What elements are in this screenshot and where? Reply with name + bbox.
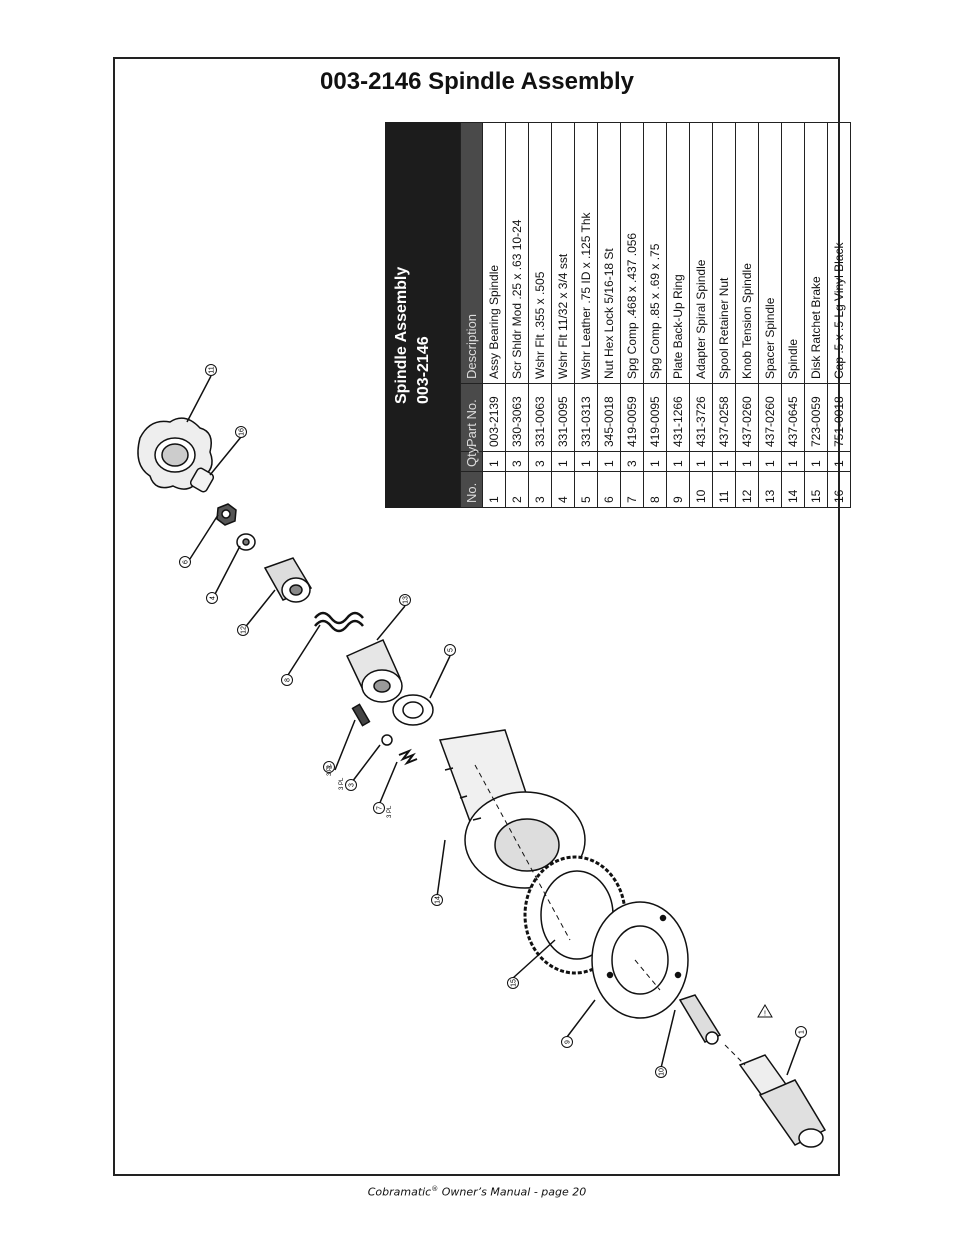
callout-number: 12	[241, 626, 248, 634]
page-border	[113, 57, 840, 1176]
page-footer: Cobramatic® Owner’s Manual - page 20	[0, 1185, 954, 1199]
warning-triangle-icon: !	[757, 1004, 773, 1018]
callout-number: 4	[210, 596, 217, 600]
flat-washer-part	[236, 533, 256, 551]
callout-number: 8	[285, 678, 292, 682]
callout-number: 6	[183, 560, 190, 564]
callout-number: 16	[239, 428, 246, 436]
registered-mark: ®	[431, 1185, 439, 1193]
exploded-view-diagram: 11 16 6 4 12 8 13 5 2 3 7 14 15 9 10 1 3 PL 3 PL 3 PL !	[137, 364, 827, 1148]
callout-bubble	[431, 894, 443, 906]
warning-mark: !	[764, 1011, 766, 1018]
pl-note-2: 3 PL	[327, 763, 333, 776]
spiral-spindle-adapter-part	[678, 994, 722, 1045]
callout-bubble	[205, 364, 217, 376]
callout-bubble	[444, 644, 456, 656]
callout-number: 2	[327, 765, 334, 769]
callout-number: 11	[209, 366, 216, 373]
callout-number: 10	[659, 1068, 666, 1076]
footer-text: Owner’s Manual - page 20	[438, 1185, 587, 1199]
pl-note-3: 3 PL	[339, 777, 345, 790]
shoulder-screw-part	[351, 703, 371, 727]
spindle-spacer-part	[345, 639, 403, 703]
callout-number: 1	[799, 1030, 806, 1034]
callout-bubble	[399, 594, 411, 606]
small-spring-part	[398, 748, 418, 766]
callout-bubble	[235, 426, 247, 438]
callout-bubble	[655, 1066, 667, 1078]
callout-number: 9	[565, 1040, 572, 1044]
vinyl-cap-part	[189, 467, 215, 493]
callout-number: 15	[511, 979, 518, 987]
callout-bubble	[795, 1026, 807, 1038]
callout-bubble	[323, 761, 335, 773]
callout-bubble	[206, 592, 218, 604]
tension-knob-part	[137, 417, 213, 490]
page-title: 003-2146 Spindle Assembly	[320, 68, 634, 95]
backup-plate-part	[591, 901, 689, 1019]
callout-number: 14	[435, 896, 442, 904]
callout-bubble	[373, 802, 385, 814]
leather-washer-part	[392, 694, 434, 726]
small-washer-part	[381, 734, 393, 746]
callout-number: 3	[349, 783, 356, 787]
callout-number: 5	[448, 648, 455, 652]
callout-bubble	[179, 556, 191, 568]
spool-retainer-nut-part	[263, 557, 313, 603]
pl-note-7: 3 PL	[387, 805, 393, 818]
callout-bubble	[507, 977, 519, 989]
bearing-spindle-assembly-part	[738, 1054, 827, 1148]
hex-nut-part	[216, 503, 237, 526]
callout-bubble	[281, 674, 293, 686]
footer-brand: Cobramatic	[367, 1185, 432, 1199]
callout-number: 13	[403, 596, 410, 604]
compression-spring-part	[314, 611, 364, 633]
callout-number: 7	[377, 806, 384, 810]
callout-bubble	[345, 779, 357, 791]
callout-bubble	[237, 624, 249, 636]
callout-bubble	[561, 1036, 573, 1048]
